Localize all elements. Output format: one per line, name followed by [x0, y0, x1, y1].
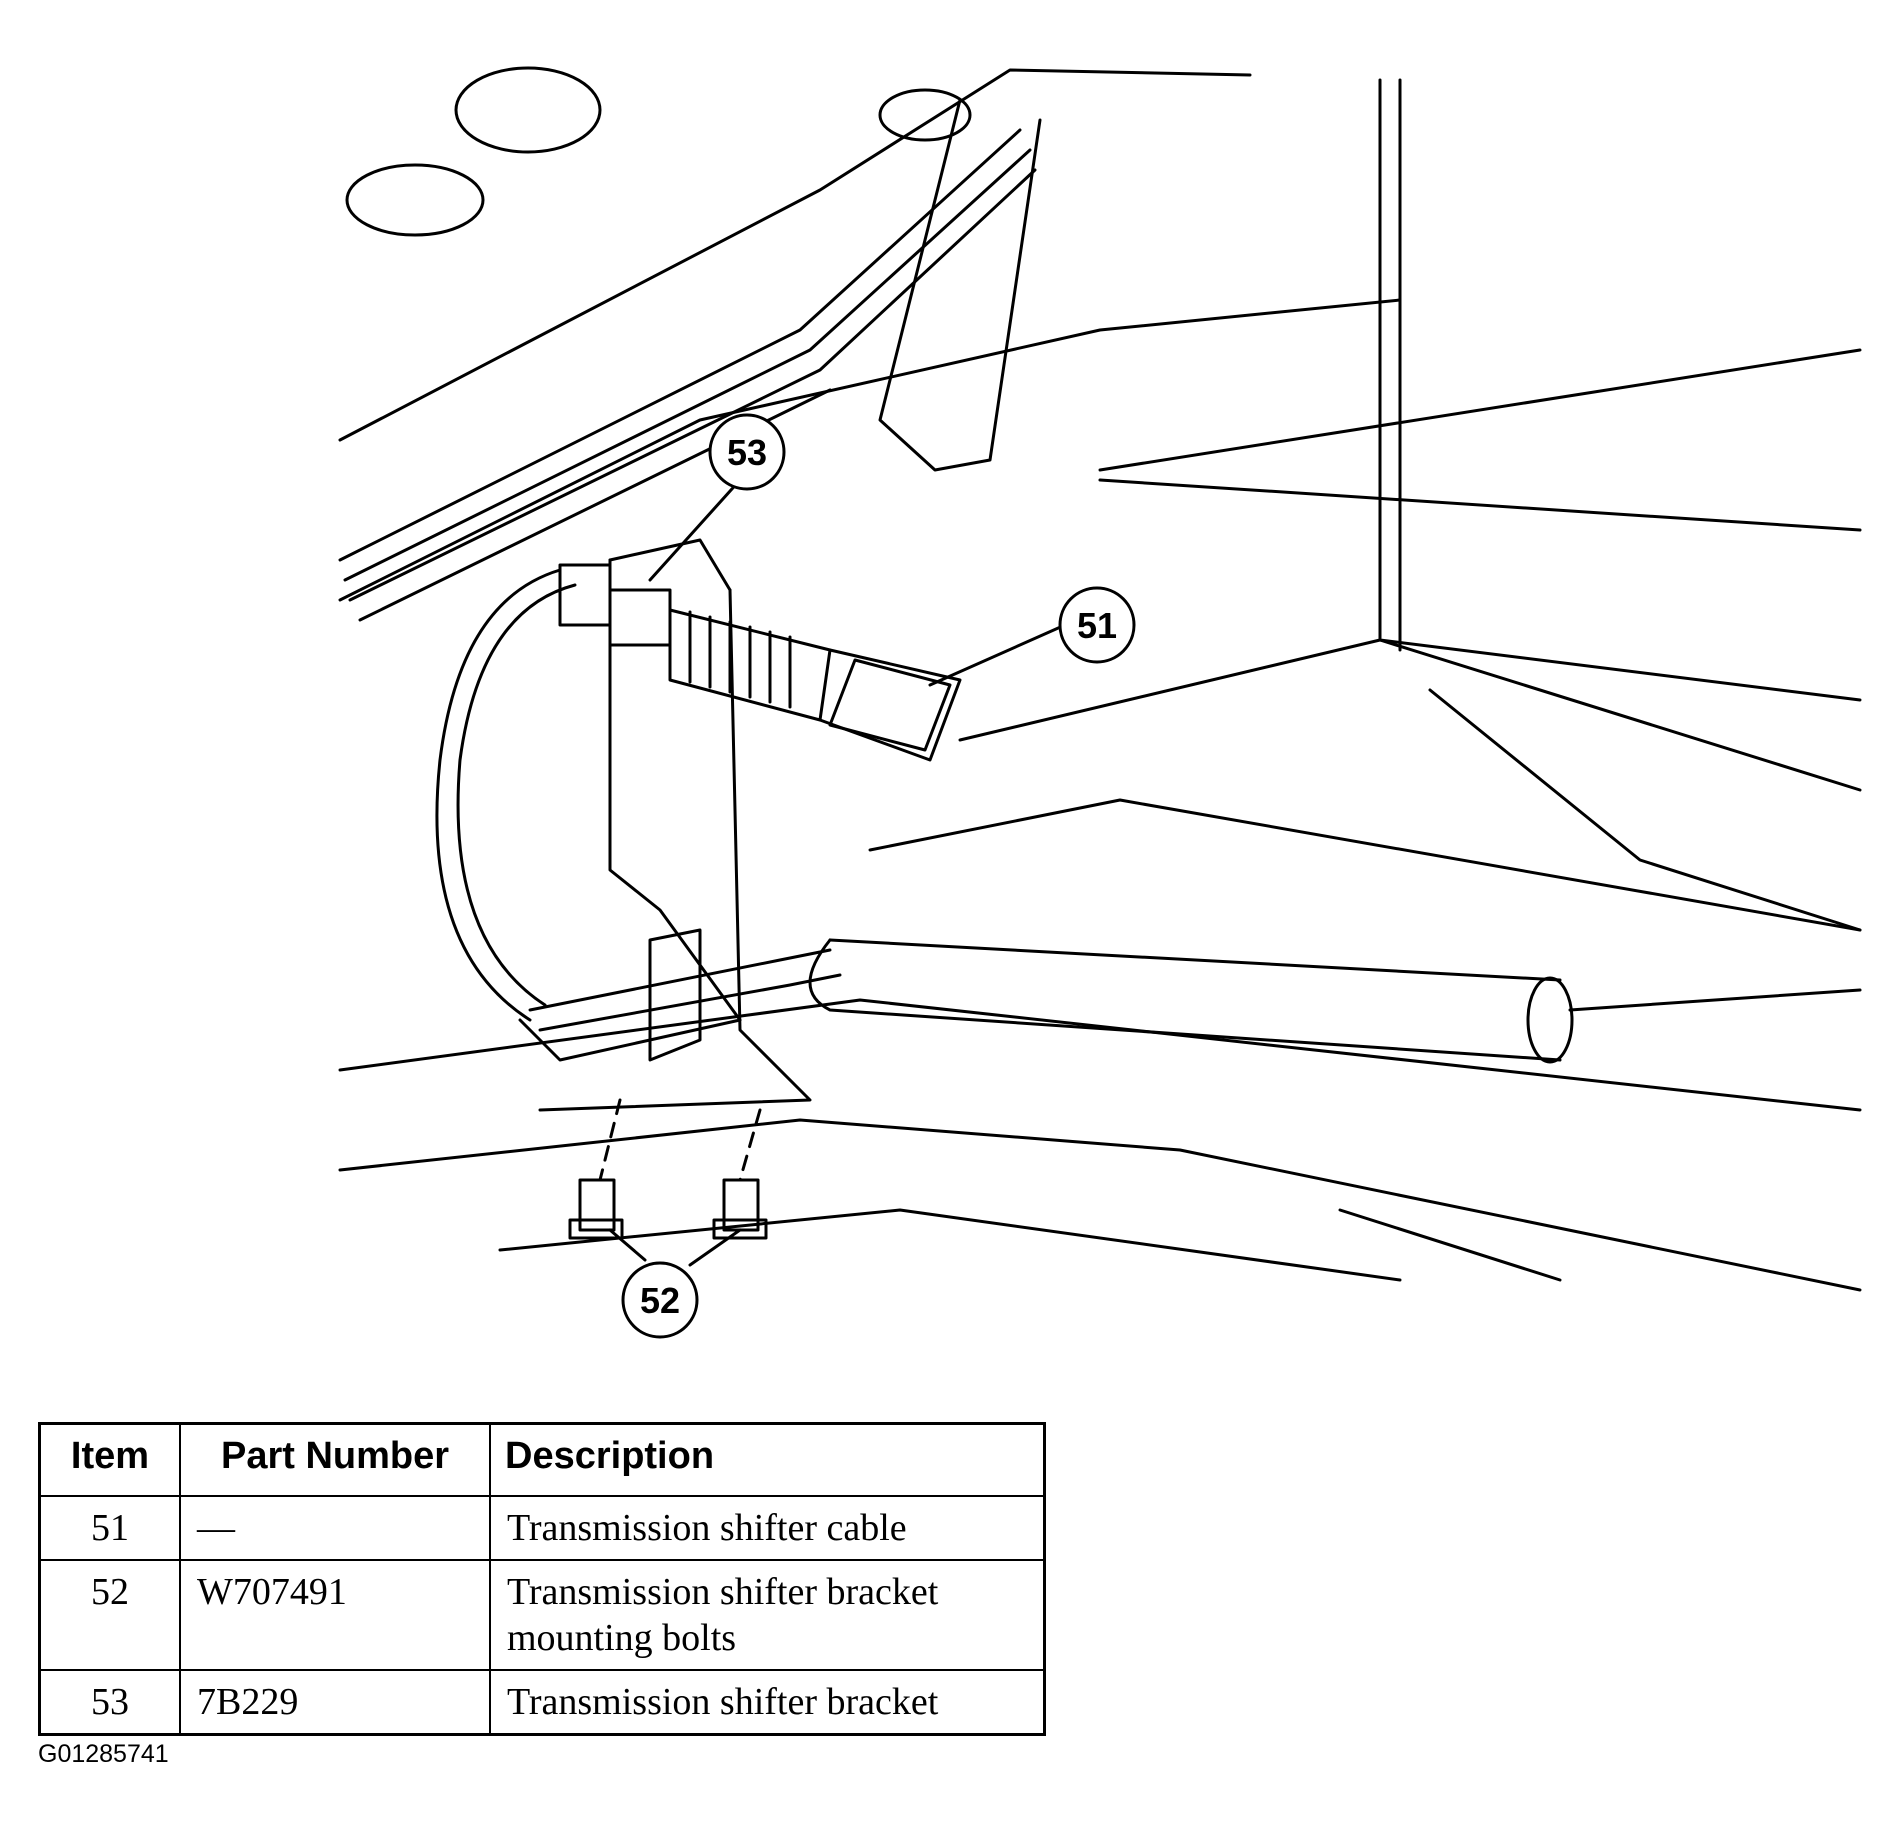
svg-text:53: 53 [727, 432, 767, 473]
lower-cable-tube [808, 938, 1862, 1064]
leader-lines [608, 478, 1067, 1267]
upper-rails [338, 66, 1042, 622]
shifter-cable [435, 563, 962, 1032]
mounting-bolts [568, 1098, 768, 1240]
part-number-cell: — [179, 1495, 491, 1561]
callout-52: 52 [621, 1261, 699, 1339]
table-row: 51 — Transmission shifter cable [38, 1495, 1046, 1561]
column-header-item: Item [38, 1422, 181, 1497]
description-cell: Transmission shifter bracket mounting bo… [489, 1559, 1046, 1671]
item-cell: 51 [38, 1495, 181, 1561]
column-header-part-number: Part Number [179, 1422, 491, 1497]
table-row: 52 W707491 Transmission shifter bracket … [38, 1559, 1046, 1671]
floor-panel [338, 68, 1862, 1292]
description-cell: Transmission shifter cable [489, 1495, 1046, 1561]
part-number-cell: 7B229 [179, 1669, 491, 1736]
description-cell: Transmission shifter bracket [489, 1669, 1046, 1736]
svg-text:52: 52 [640, 1280, 680, 1321]
part-number-cell: W707491 [179, 1559, 491, 1671]
item-cell: 53 [38, 1669, 181, 1736]
shifter-bracket [518, 538, 812, 1112]
parts-table: Item Part Number Description 51 — Transm… [38, 1422, 1046, 1736]
item-cell: 52 [38, 1559, 181, 1671]
svg-text:51: 51 [1077, 605, 1117, 646]
table-header-row: Item Part Number Description [38, 1422, 1046, 1497]
callout-53: 53 [708, 413, 786, 491]
column-header-description: Description [489, 1422, 1046, 1497]
shifter-bracket-illustration: 53 51 52 [338, 66, 1862, 1339]
figure-id: G01285741 [38, 1740, 169, 1768]
table-row: 53 7B229 Transmission shifter bracket [38, 1669, 1046, 1736]
callout-51: 51 [1058, 586, 1136, 664]
